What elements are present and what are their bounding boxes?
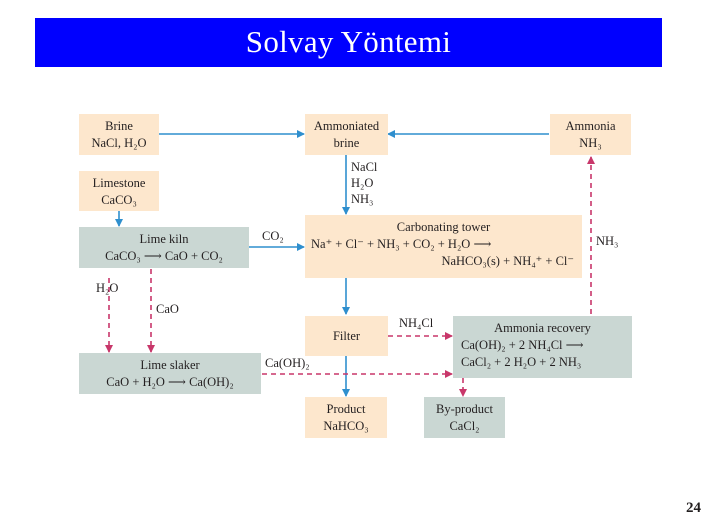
lime-slaker-name: Lime slaker	[140, 358, 200, 372]
label-nacl: NaCl	[351, 160, 378, 174]
carbonating-tower-equation-1: Na⁺ + Cl⁻ + NH₃ + CO₂ + H₂O ⟶	[311, 237, 492, 251]
brine-formula: NaCl, H₂O	[91, 136, 147, 150]
ammonia-formula: NH₃	[579, 136, 602, 150]
label-cao: CaO	[156, 302, 179, 316]
label-caoh2: Ca(OH)₂	[265, 356, 310, 370]
title-bar: Solvay Yöntemi	[35, 18, 662, 67]
label-nh3-return: NH₃	[596, 234, 619, 248]
by-product-line1: By-product	[436, 402, 493, 416]
carbonating-tower-name: Carbonating tower	[396, 220, 491, 234]
ammonia-recovery-name: Ammonia recovery	[494, 321, 591, 335]
lime-slaker-box: Lime slaker CaO + H₂O ⟶ Ca(OH)₂	[79, 353, 261, 394]
limestone-name: Limestone	[92, 176, 146, 190]
ammoniated-brine-line1: Ammoniated	[313, 119, 380, 133]
label-co2: CO₂	[262, 229, 284, 243]
lime-slaker-equation: CaO + H₂O ⟶ Ca(OH)₂	[106, 375, 234, 389]
ammonia-recovery-equation-1: Ca(OH)₂ + 2 NH₄Cl ⟶	[461, 338, 584, 352]
limestone-formula: CaCO₃	[101, 193, 137, 207]
ammonia-recovery-box: Ammonia recovery Ca(OH)₂ + 2 NH₄Cl ⟶ CaC…	[453, 316, 632, 378]
ammonia-recovery-equation-2: CaCl₂ + 2 H₂O + 2 NH₃	[461, 355, 582, 369]
brine-box: Brine NaCl, H₂O	[79, 114, 159, 155]
limestone-box: Limestone CaCO₃	[79, 171, 159, 211]
filter-name: Filter	[332, 329, 361, 343]
filter-box: Filter	[305, 316, 388, 356]
lime-kiln-equation: CaCO₃ ⟶ CaO + CO₂	[105, 249, 223, 263]
slide-title: Solvay Yöntemi	[245, 24, 452, 59]
carbonating-tower-equation-2: NaHCO₃(s) + NH₄⁺ + Cl⁻	[441, 254, 574, 268]
ammonia-box: Ammonia NH₃	[550, 114, 631, 155]
lime-kiln-name: Lime kiln	[139, 232, 189, 246]
product-line1: Product	[326, 402, 366, 416]
by-product-box: By-product CaCl₂	[424, 397, 505, 438]
product-box: Product NaHCO₃	[305, 397, 387, 438]
by-product-formula: CaCl₂	[449, 419, 480, 433]
page-number: 24	[686, 500, 701, 516]
ammoniated-brine-box: Ammoniated brine	[305, 114, 388, 155]
carbonating-tower-box: Carbonating tower Na⁺ + Cl⁻ + NH₃ + CO₂ …	[305, 215, 582, 278]
ammoniated-brine-line2: brine	[333, 136, 360, 150]
ammonia-name: Ammonia	[565, 119, 616, 133]
label-h2o-slaker: H₂O	[96, 281, 119, 295]
label-h2o-in: H₂O	[351, 176, 374, 190]
lime-kiln-box: Lime kiln CaCO₃ ⟶ CaO + CO₂	[79, 227, 249, 268]
brine-name: Brine	[105, 119, 133, 133]
label-nh3-in: NH₃	[351, 192, 374, 206]
label-nh4cl: NH₄Cl	[399, 316, 434, 330]
product-formula: NaHCO₃	[323, 419, 369, 433]
